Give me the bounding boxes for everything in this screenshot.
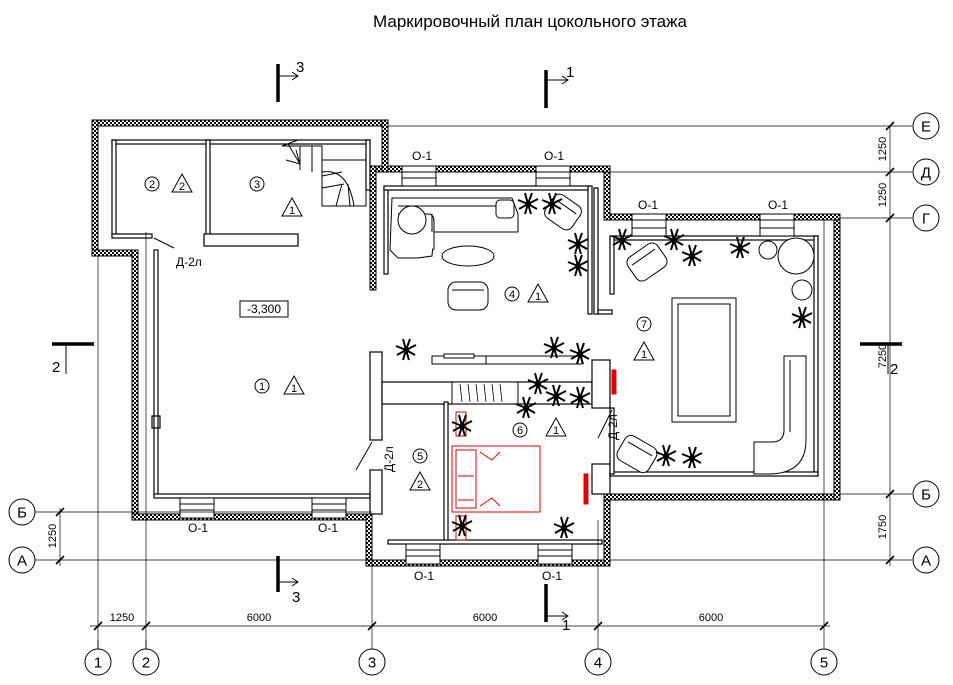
window [535,165,571,187]
window [179,497,215,519]
section-label-3-bottom: 3 [292,589,300,606]
axis-label-3: 3 [368,655,376,672]
axis-label-g: Г [922,211,930,228]
dimension-ticks [55,121,895,631]
door-label: Д-2л [176,255,202,269]
room-tag: 2 [417,479,423,491]
bedroom-highlights [451,369,617,541]
level-mark: -3,300 [247,302,281,316]
door-label: Д-2л [382,446,396,472]
axis-label-b-right: Б [921,487,931,504]
room-tag: 1 [291,383,297,395]
axis-label-a-left: А [17,553,27,570]
dim-4-5: 6000 [699,612,723,624]
dim-3-4: 6000 [473,612,497,624]
section-label-2-right: 2 [890,361,898,378]
door-swings [153,237,613,471]
axis-bubble-5 [810,648,838,676]
window-label: О-1 [638,198,658,212]
window [405,543,441,565]
axis-label-2: 2 [142,655,150,672]
room-markers [144,172,655,491]
door-label: Д-2л [606,414,620,440]
plan-title: Маркировочный план цокольного этажа [373,12,687,31]
axis-bubble-2 [132,640,160,676]
section-label-3-top: 3 [296,59,304,76]
window-label: О-1 [188,521,208,535]
axis-bubble-1 [84,640,112,676]
axis-markers [8,112,940,676]
window-label: О-1 [542,569,562,583]
window [401,165,437,187]
axis-label-a-right: А [921,553,931,570]
room-number: 1 [259,381,265,393]
axis-label-b-left: Б [17,505,27,522]
dim-g-b: 7250 [877,344,889,368]
room-tag: 2 [179,181,185,193]
room-number: 4 [509,289,515,301]
section-label-1-bottom: 1 [562,617,570,634]
dim-left-a-b: 1250 [47,524,59,548]
room-tag: 1 [535,291,541,303]
room-number: 6 [517,425,523,437]
window [759,213,795,237]
section-markers [52,64,902,622]
axis-bubble-4 [584,648,612,676]
room-number: 2 [149,179,155,191]
staircase [281,139,367,207]
axis-label-d: Д [921,165,931,182]
window-label: О-1 [412,149,432,163]
window-label: О-1 [768,198,788,212]
axis-label-5: 5 [820,655,828,672]
room-tag: 1 [553,425,559,437]
axis-label-e: Е [921,119,931,136]
window [631,213,667,237]
furniture [389,193,815,475]
level-mark-box [239,300,289,318]
window-label: О-1 [318,521,338,535]
window [537,543,573,565]
axis-label-4: 4 [594,655,602,672]
room-number: 5 [417,451,423,463]
section-label-1-top: 1 [566,64,574,81]
room-tag: 1 [289,205,295,217]
section-label-2-left: 2 [52,359,60,376]
window-label: О-1 [544,149,564,163]
dim-2-3: 6000 [247,612,271,624]
dim-b-a: 1750 [877,515,889,539]
dim-e-d: 1250 [877,137,889,161]
axis-grid [34,125,912,650]
room-tag: 1 [641,349,647,361]
dim-d-g: 1250 [877,183,889,207]
room-number: 3 [254,179,260,191]
axis-label-1: 1 [94,655,102,672]
exterior-walls [91,119,841,567]
window-label: О-1 [414,569,434,583]
windows [179,165,795,565]
window [311,497,347,519]
axis-bubble-3 [358,648,386,676]
dim-1-2: 1250 [110,612,134,624]
room-number: 7 [641,319,647,331]
